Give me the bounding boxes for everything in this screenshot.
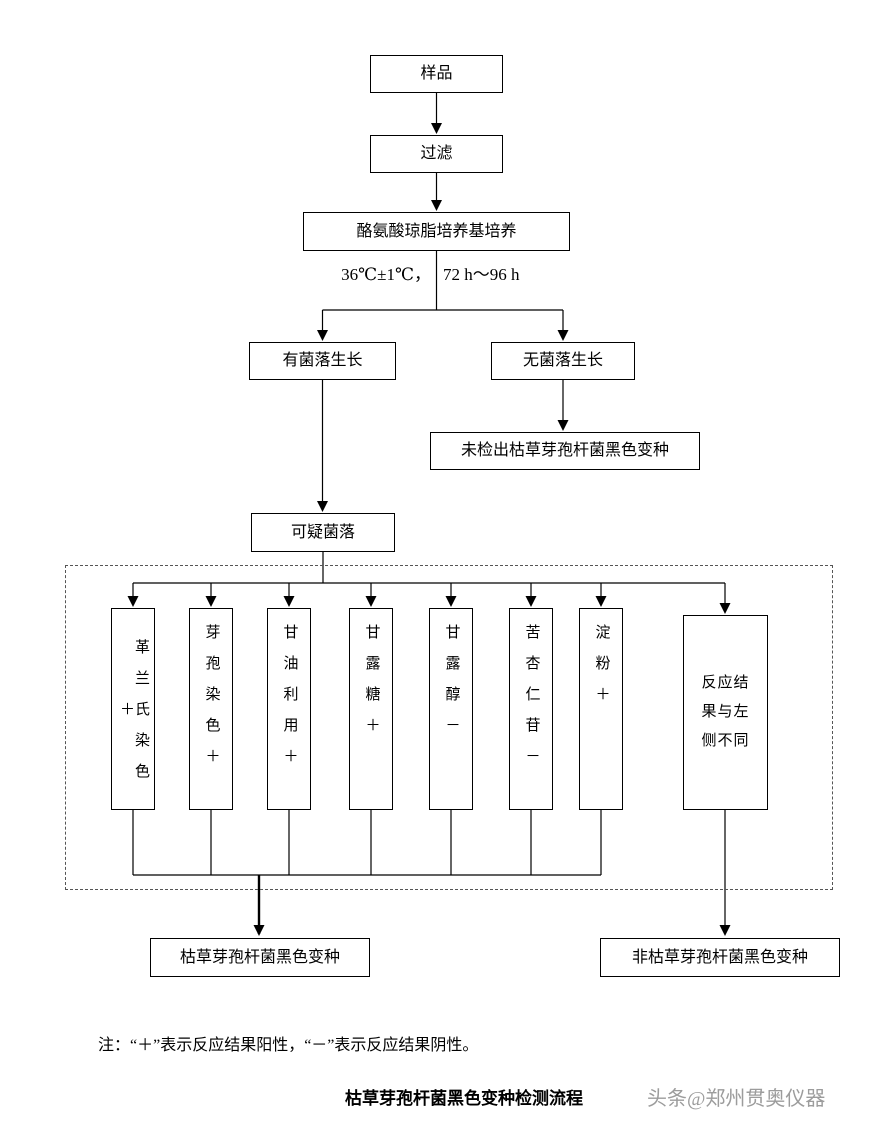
node-not-detected-label: 未检出枯草芽孢杆菌黑色变种 bbox=[460, 442, 669, 460]
node-no-colony-growth: 无菌落生长 bbox=[491, 342, 635, 380]
test-box-mannitol-label: 甘露醇－ bbox=[443, 624, 460, 748]
test-box-spore-stain: 芽孢染色＋ bbox=[189, 608, 233, 810]
node-positive-result: 枯草芽孢杆菌黑色变种 bbox=[150, 938, 370, 977]
test-box-spore-stain-label: 芽孢染色＋ bbox=[203, 624, 220, 779]
test-box-different-result: 反应结果与左侧不同 bbox=[683, 615, 768, 810]
node-positive-result-label: 枯草芽孢杆菌黑色变种 bbox=[179, 948, 340, 966]
node-negative-result: 非枯草芽孢杆菌黑色变种 bbox=[600, 938, 840, 977]
node-sample: 样品 bbox=[370, 55, 503, 93]
node-colony-growth-label: 有菌落生长 bbox=[282, 352, 363, 370]
test-box-amygdalin: 苦杏仁苷－ bbox=[509, 608, 553, 810]
node-suspicious-colony-label: 可疑菌落 bbox=[290, 523, 355, 541]
node-sample-label: 样品 bbox=[420, 65, 453, 83]
test-box-mannose-label: 甘露糖＋ bbox=[363, 624, 380, 748]
test-box-gram-stain: 革兰氏染色＋ bbox=[111, 608, 155, 810]
node-not-detected: 未检出枯草芽孢杆菌黑色变种 bbox=[430, 432, 700, 470]
test-box-glycerol: 甘油利用＋ bbox=[267, 608, 311, 810]
node-colony-growth: 有菌落生长 bbox=[249, 342, 396, 380]
test-box-mannose: 甘露糖＋ bbox=[349, 608, 393, 810]
footnote: 注：“＋”表示反应结果阳性，“－”表示反应结果阴性。 bbox=[98, 1037, 479, 1054]
watermark: 头条@郑州贯奥仪器 bbox=[647, 1088, 826, 1110]
condition-label-left: 36℃±1℃， bbox=[341, 265, 431, 284]
test-box-mannitol: 甘露醇－ bbox=[429, 608, 473, 810]
test-box-different-result-label: 反应结果与左侧不同 bbox=[701, 674, 750, 750]
test-box-gram-stain-label: 革兰氏染色＋ bbox=[118, 639, 149, 794]
node-filter-label: 过滤 bbox=[420, 145, 453, 163]
node-suspicious-colony: 可疑菌落 bbox=[251, 513, 395, 552]
figure-caption: 枯草芽孢杆菌黑色变种检测流程 bbox=[345, 1089, 583, 1108]
test-group-dashed-border bbox=[65, 565, 833, 890]
node-negative-result-label: 非枯草芽孢杆菌黑色变种 bbox=[631, 948, 808, 966]
node-medium-culture-label: 酪氨酸琼脂培养基培养 bbox=[356, 222, 517, 240]
condition-label-right: 72 h～96 h bbox=[443, 265, 520, 284]
test-box-starch-label: 淀粉＋ bbox=[593, 624, 610, 717]
node-no-colony-growth-label: 无菌落生长 bbox=[522, 352, 603, 370]
node-medium-culture: 酪氨酸琼脂培养基培养 bbox=[303, 212, 570, 251]
test-box-amygdalin-label: 苦杏仁苷－ bbox=[523, 624, 540, 779]
test-box-starch: 淀粉＋ bbox=[579, 608, 623, 810]
node-filter: 过滤 bbox=[370, 135, 503, 173]
test-box-glycerol-label: 甘油利用＋ bbox=[281, 624, 298, 779]
